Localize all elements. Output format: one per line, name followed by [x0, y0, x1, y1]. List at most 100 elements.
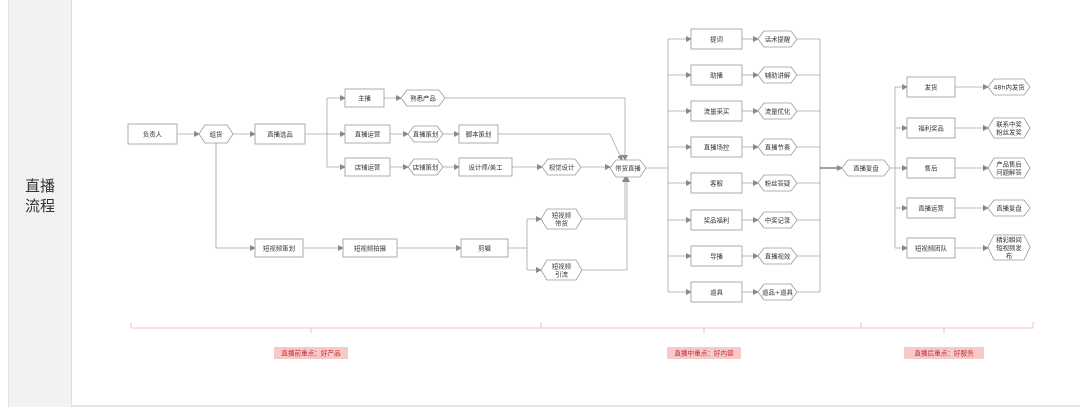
svg-text:剪辑: 剪辑 [478, 244, 491, 253]
node-duanshipin-yinliu: 短视频 引流 [540, 259, 583, 281]
node-post-zhibo-yunying: 直播运营 [906, 197, 956, 219]
svg-text:设计师/美工: 设计师/美工 [468, 163, 503, 172]
svg-text:道品+道具: 道品+道具 [762, 288, 794, 297]
node-post-jingcai-shunjian: 精彩瞬间 短视频发 布 [987, 234, 1031, 261]
svg-text:短视频发: 短视频发 [996, 243, 1022, 252]
node-post-fahuo: 发货 [906, 76, 956, 98]
node-zhibo-fupan: 直播复盘 [841, 159, 891, 177]
node-fuzeren: 负责人 [127, 123, 178, 145]
node-dianpu-cehua: 店铺策划 [407, 158, 444, 176]
svg-text:直播前重点：好产品: 直播前重点：好产品 [281, 349, 341, 358]
svg-text:直播中重点：好内容: 直播中重点：好内容 [674, 349, 734, 358]
connectors [177, 36, 989, 295]
node-mid-zhibo-jiezou: 直播节奏 [757, 138, 798, 156]
svg-text:直播复盘: 直播复盘 [853, 164, 879, 173]
svg-text:店铺策划: 店铺策划 [413, 163, 439, 172]
node-mid-fuzhu-jiangjie: 辅助讲解 [757, 66, 798, 84]
node-mid-kefu: 客服 [690, 172, 743, 194]
node-zhubo: 主播 [344, 88, 385, 108]
svg-text:奖品福利: 奖品福利 [704, 216, 730, 225]
sidebar: 直播 流程 [8, 0, 72, 407]
svg-text:直播复盘: 直播复盘 [996, 204, 1022, 213]
node-dianpu-yunying: 店铺运营 [344, 157, 391, 177]
node-mid-daobo: 导播 [690, 245, 743, 267]
node-mid-tici: 提词 [690, 28, 743, 50]
svg-text:粉丝发奖: 粉丝发奖 [996, 128, 1022, 137]
node-mid-zhibo-shixiao: 直播视效 [757, 247, 798, 265]
summary-after: 直播后重点：好服务 [904, 347, 984, 359]
svg-text:主播: 主播 [358, 94, 371, 103]
svg-text:店铺运营: 店铺运营 [355, 163, 381, 172]
svg-text:负责人: 负责人 [143, 130, 163, 139]
phase-brackets [130, 322, 1034, 333]
node-duanshipin-cehua: 短视频策划 [254, 238, 304, 258]
svg-text:短视频策划: 短视频策划 [263, 244, 295, 253]
node-post-zhibo-fupan: 直播复盘 [987, 199, 1031, 217]
node-mid-zhibo-changkong: 直播场控 [690, 136, 743, 158]
svg-text:提词: 提词 [710, 35, 723, 44]
svg-text:粉丝答疑: 粉丝答疑 [765, 179, 791, 188]
node-zhibo-yunying: 直播运营 [344, 124, 391, 144]
svg-text:导播: 导播 [710, 252, 723, 261]
node-mid-huashu-tixing: 话术提醒 [757, 30, 798, 48]
node-post-fuli-jiangpin: 福利奖品 [906, 117, 956, 139]
node-mid-jiangpin-fuli: 奖品福利 [690, 209, 743, 231]
svg-text:直播运营: 直播运营 [355, 130, 381, 139]
svg-text:短视频拍摄: 短视频拍摄 [354, 244, 387, 253]
svg-text:辅助讲解: 辅助讲解 [765, 71, 791, 80]
svg-text:流量优化: 流量优化 [765, 107, 791, 116]
node-zuhuo: 组货 [198, 124, 234, 144]
node-zhibo-cehua: 直播策划 [407, 125, 444, 143]
svg-text:直播节奏: 直播节奏 [765, 143, 791, 152]
svg-text:产品售后: 产品售后 [996, 160, 1022, 169]
svg-text:组货: 组货 [210, 130, 223, 139]
node-jiaoben-cehua: 脚本策划 [458, 124, 499, 144]
node-post-48h-fahuo: 48h内发货 [987, 78, 1031, 96]
node-post-shouhou: 售后 [906, 157, 956, 179]
svg-text:布: 布 [1006, 251, 1013, 260]
svg-text:直播选品: 直播选品 [267, 130, 293, 139]
svg-text:直播后重点：好服务: 直播后重点：好服务 [914, 349, 974, 358]
node-daihuo-zhibo: 带货直播 [609, 159, 647, 178]
svg-text:客服: 客服 [710, 179, 723, 188]
node-post-lianxi-zhongjiang: 联系中奖 粉丝发奖 [987, 117, 1031, 139]
svg-text:联系中奖: 联系中奖 [996, 120, 1022, 129]
node-mid-daopin-daoju: 道品+道具 [757, 283, 798, 301]
node-post-chanpin-shouhou: 产品售后 问题解答 [987, 157, 1031, 179]
node-mid-liuliang-youhua: 流量优化 [757, 102, 798, 120]
svg-text:发货: 发货 [925, 83, 938, 92]
node-mid-liuliang-caimai: 流量采买 [690, 100, 743, 122]
sidebar-title: 直播 流程 [9, 176, 71, 216]
svg-text:直播场控: 直播场控 [704, 143, 730, 152]
node-zhibo-xuanpin: 直播选品 [254, 123, 306, 145]
svg-text:直播视效: 直播视效 [765, 252, 791, 261]
svg-text:售后: 售后 [925, 164, 938, 173]
svg-text:精彩瞬间: 精彩瞬间 [996, 235, 1022, 244]
node-shejishi-meigong: 设计师/美工 [458, 157, 513, 177]
svg-text:短视频: 短视频 [552, 262, 572, 271]
svg-text:带货: 带货 [555, 219, 568, 228]
node-shijue-sheji: 视觉设计 [541, 158, 582, 176]
svg-text:引流: 引流 [555, 270, 568, 279]
svg-text:直播运营: 直播运营 [918, 204, 944, 213]
svg-text:带货直播: 带货直播 [615, 164, 641, 173]
svg-text:福利奖品: 福利奖品 [918, 124, 944, 133]
svg-text:中奖记录: 中奖记录 [765, 216, 791, 225]
node-mid-zhongjiang-jilu: 中奖记录 [757, 211, 798, 229]
node-post-duanshipin-tuandui: 短视频团队 [906, 237, 956, 259]
sidebar-title-line2: 流程 [24, 197, 55, 215]
summary-before: 直播前重点：好产品 [274, 347, 348, 359]
svg-text:道具: 道具 [710, 288, 723, 297]
svg-text:话术提醒: 话术提醒 [765, 35, 791, 44]
node-jianji: 剪辑 [460, 238, 509, 258]
svg-text:问题解答: 问题解答 [996, 168, 1022, 177]
sidebar-title-line1: 直播 [24, 177, 55, 195]
svg-text:熟悉产品: 熟悉产品 [410, 94, 436, 103]
node-mid-zhubo2: 助播 [690, 64, 743, 86]
bottom-divider [70, 405, 1080, 407]
svg-text:流量采买: 流量采买 [704, 107, 730, 116]
svg-text:助播: 助播 [710, 71, 723, 80]
node-duanshipin-daihuo: 短视频 带货 [540, 208, 583, 230]
svg-text:48h内发货: 48h内发货 [993, 83, 1025, 92]
